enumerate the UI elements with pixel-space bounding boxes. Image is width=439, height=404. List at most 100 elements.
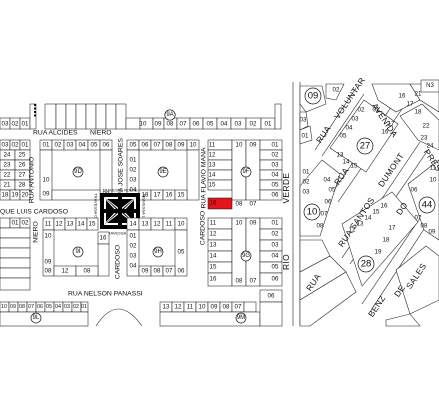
street-rua-nelson-panassi: RUA NELSON PANASSI xyxy=(68,291,143,298)
lot-number: 05 xyxy=(130,142,137,149)
block-top-left: 03 02 01 xyxy=(0,103,37,130)
lot-number: 02 xyxy=(358,107,365,114)
lot-number: 14 xyxy=(343,159,350,166)
lot-number: 02 xyxy=(272,152,279,159)
street-rio: RIO xyxy=(281,254,291,270)
lot-number: 04 xyxy=(79,142,86,149)
lot-number: 15 xyxy=(209,182,216,189)
lot-number: 10 xyxy=(43,177,50,184)
lot-labels-9e: 05 06 07 08 09 10 01 02 03 04 18 17 16 1… xyxy=(130,142,197,199)
lot-number: 06 xyxy=(178,268,185,275)
block-9f xyxy=(207,139,283,210)
lot-number: 05 xyxy=(91,142,98,149)
lot-number: 02 xyxy=(22,220,29,227)
lot-number: 11 xyxy=(209,142,216,149)
lot-number: 14 xyxy=(365,215,372,222)
lot-number: 05 xyxy=(207,121,214,128)
lot-number: 02 xyxy=(130,243,137,250)
lot-number: 01 xyxy=(12,220,19,227)
lot-number: 06 xyxy=(142,142,149,149)
lot-number: 05 xyxy=(272,182,279,189)
lot-number: 08 xyxy=(167,121,174,128)
lot-number: 01 xyxy=(272,220,279,227)
lot-number: 01 xyxy=(22,121,29,128)
block-10: 10 xyxy=(307,207,318,218)
lot-number: 02 xyxy=(303,179,310,186)
lot-number: 08 xyxy=(236,278,243,285)
lot-number: 01 xyxy=(272,142,279,149)
lot-number: 27 xyxy=(19,172,26,179)
street-rua-diag-mid: RUA xyxy=(332,166,351,187)
lot-number: 24 xyxy=(4,152,11,159)
lot-number: 06 xyxy=(268,293,275,300)
lot-number: 07 xyxy=(28,304,34,310)
lot-number: 17 xyxy=(154,192,161,199)
block-code-9i: 9I xyxy=(75,249,80,255)
lot-number: 14 xyxy=(210,253,217,260)
lot-number: 12 xyxy=(62,268,69,275)
lot-number: 03 xyxy=(352,116,359,123)
lot-number: 05 xyxy=(340,133,347,140)
lot-number: 26 xyxy=(19,162,26,169)
street-rua-flavio-mana: RUA FLAVIO MANA xyxy=(201,147,208,209)
lot-labels-left-col: 03 02 01 24 25 23 26 22 27 21 28 18 19 2… xyxy=(2,142,29,199)
travessa-leste: TRAVESSA LESTE xyxy=(142,194,147,229)
lot-number: 09 xyxy=(250,142,257,149)
lot-number: 09 xyxy=(250,220,257,227)
lot-number: 17 xyxy=(407,101,414,108)
lot-number: 01 xyxy=(81,304,87,310)
lot-number: 09 xyxy=(155,121,162,128)
lot-number: 13 xyxy=(337,152,344,159)
lot-number: 07 xyxy=(250,201,257,208)
lot-number: 02 xyxy=(55,142,62,149)
lot-number: 06 xyxy=(411,187,418,194)
lot-number: 03 xyxy=(303,189,310,196)
street-rua-antonio: RUA ANTONIO xyxy=(29,157,36,203)
lot-number: 21 xyxy=(4,182,11,189)
lot-number: 09 xyxy=(178,142,185,149)
lot-number: 07 xyxy=(154,142,161,149)
lot-number: 17 xyxy=(389,225,396,232)
lot-number: 23 xyxy=(421,135,428,142)
lot-number: 14 xyxy=(130,221,137,228)
lot-number: 11 xyxy=(166,221,173,228)
lot-number: 13 xyxy=(163,304,170,311)
lot-number: 15 xyxy=(351,163,358,170)
block-9h xyxy=(126,217,188,277)
lot-number: 17 xyxy=(388,121,395,128)
lot-number: 09 xyxy=(211,304,218,311)
block-code-9f: 9F xyxy=(242,169,249,175)
lot-number: 10 xyxy=(236,142,243,149)
lot-number: 18 xyxy=(383,237,390,244)
street-rua-diag-left: RUA xyxy=(314,124,333,145)
lot-number: 07 xyxy=(235,304,242,311)
lot-number: 28 xyxy=(19,182,26,189)
lot-number: 02 xyxy=(130,167,137,174)
block-9g xyxy=(207,217,283,287)
lot-number: 06 xyxy=(272,276,279,283)
lot-number: 01 xyxy=(130,157,137,164)
block-9i xyxy=(42,217,110,277)
lot-number: 12 xyxy=(349,227,356,234)
lot-labels-9h: 14 13 12 11 10 01 02 03 04 09 08 07 06 0… xyxy=(130,221,185,275)
lot-number: 03 xyxy=(2,142,9,149)
lot-number: 10 xyxy=(178,221,185,228)
lot-number: 05 xyxy=(329,187,336,194)
lot-number: 03 xyxy=(67,142,74,149)
lot-number: 19 xyxy=(12,192,19,199)
lot-number: 03 xyxy=(64,304,70,310)
block-left-col xyxy=(0,139,31,201)
lot-number: 07 xyxy=(415,215,422,222)
lot-number: 06 xyxy=(272,192,279,199)
lot-number: 12 xyxy=(175,304,182,311)
lot-number: 04 xyxy=(346,125,353,132)
highlighted-lot[interactable] xyxy=(207,197,233,210)
street-rua-alcides: RUA ALCIDES xyxy=(33,130,78,137)
lot-number: 16 xyxy=(399,93,406,100)
lot-labels-9f: 11 12 13 14 15 16 10 09 08 07 01 02 03 0… xyxy=(209,142,279,208)
block-code-9g: 9G xyxy=(242,253,250,259)
lot-number: 06 xyxy=(103,142,110,149)
lot-number: 22 xyxy=(423,123,430,130)
